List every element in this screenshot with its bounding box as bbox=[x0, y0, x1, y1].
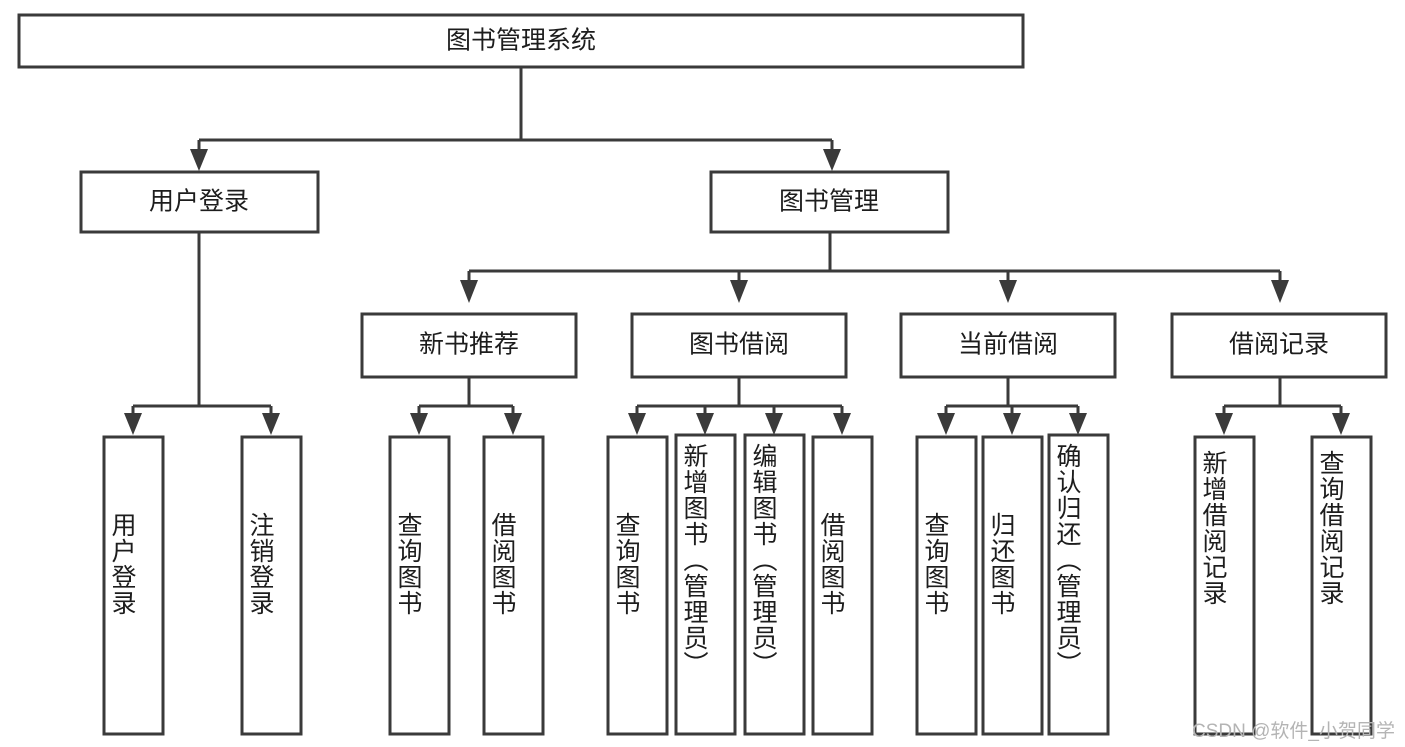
node-new-book-recommend-label: 新书推荐 bbox=[419, 331, 519, 359]
node-book-management[interactable] bbox=[709, 170, 950, 234]
node-borrow-record-label: 借阅记录 bbox=[1229, 331, 1329, 359]
node-user-login-label: 用户登录 bbox=[149, 188, 249, 216]
arrow-icon-book-borrow bbox=[730, 280, 748, 303]
arrow-icon-newbook-leaf-1 bbox=[410, 413, 428, 435]
node-leaf-borrow-book-2[interactable] bbox=[811, 435, 874, 736]
arrow-icon-leaf-user-login bbox=[124, 413, 142, 435]
arrow-icon-currentborrow-leaf-1 bbox=[937, 413, 955, 435]
node-new-book-recommend[interactable] bbox=[360, 312, 578, 379]
node-leaf-confirm-return-admin[interactable] bbox=[1047, 433, 1110, 736]
node-root[interactable] bbox=[17, 13, 1025, 69]
node-leaf-query-book-2[interactable] bbox=[606, 435, 669, 736]
arrow-icon-leaf-logout bbox=[262, 413, 280, 435]
node-leaf-user-login[interactable] bbox=[102, 435, 165, 736]
node-leaf-return-book[interactable] bbox=[981, 435, 1044, 736]
node-leaf-edit-book-admin[interactable] bbox=[743, 433, 806, 736]
arrow-icon-currentborrow-leaf-3 bbox=[1069, 413, 1087, 435]
node-leaf-add-borrow-record[interactable] bbox=[1193, 435, 1256, 736]
node-book-management-label: 图书管理 bbox=[779, 188, 879, 216]
arrow-icon-bookborrow-leaf-4 bbox=[833, 413, 851, 435]
arrow-icon-user-login bbox=[190, 149, 208, 171]
arrow-icon-bookborrow-leaf-1 bbox=[628, 413, 646, 435]
node-leaf-query-book-1[interactable] bbox=[388, 435, 451, 736]
arrow-icon-current-borrow bbox=[999, 280, 1017, 303]
arrow-icon-book-mgmt bbox=[823, 149, 841, 171]
watermark-text: CSDN @软件_小贺同学 bbox=[1192, 721, 1395, 742]
arrow-icon-borrowrecord-leaf-1 bbox=[1215, 413, 1233, 435]
arrow-icon-borrow-record bbox=[1271, 280, 1289, 303]
node-leaf-borrow-book-1[interactable] bbox=[482, 435, 545, 736]
node-leaf-add-book-admin[interactable] bbox=[674, 433, 737, 736]
node-current-borrow[interactable] bbox=[899, 312, 1117, 379]
node-book-borrow[interactable] bbox=[630, 312, 848, 379]
arrow-icon-new-book-rec bbox=[460, 280, 478, 303]
node-borrow-record[interactable] bbox=[1170, 312, 1388, 379]
node-leaf-logout[interactable] bbox=[240, 435, 303, 736]
node-leaf-query-book-3[interactable] bbox=[915, 435, 978, 736]
arrow-icon-bookborrow-leaf-3 bbox=[765, 413, 783, 435]
node-current-borrow-label: 当前借阅 bbox=[958, 331, 1058, 359]
arrow-icon-bookborrow-leaf-2 bbox=[696, 413, 714, 435]
arrow-icon-currentborrow-leaf-2 bbox=[1003, 413, 1021, 435]
node-root-label: 图书管理系统 bbox=[446, 27, 596, 55]
node-leaf-query-borrow-record[interactable] bbox=[1310, 435, 1373, 736]
arrow-icon-borrowrecord-leaf-2 bbox=[1332, 413, 1350, 435]
node-book-borrow-label: 图书借阅 bbox=[689, 331, 789, 359]
arrow-icon-newbook-leaf-2 bbox=[504, 413, 522, 435]
